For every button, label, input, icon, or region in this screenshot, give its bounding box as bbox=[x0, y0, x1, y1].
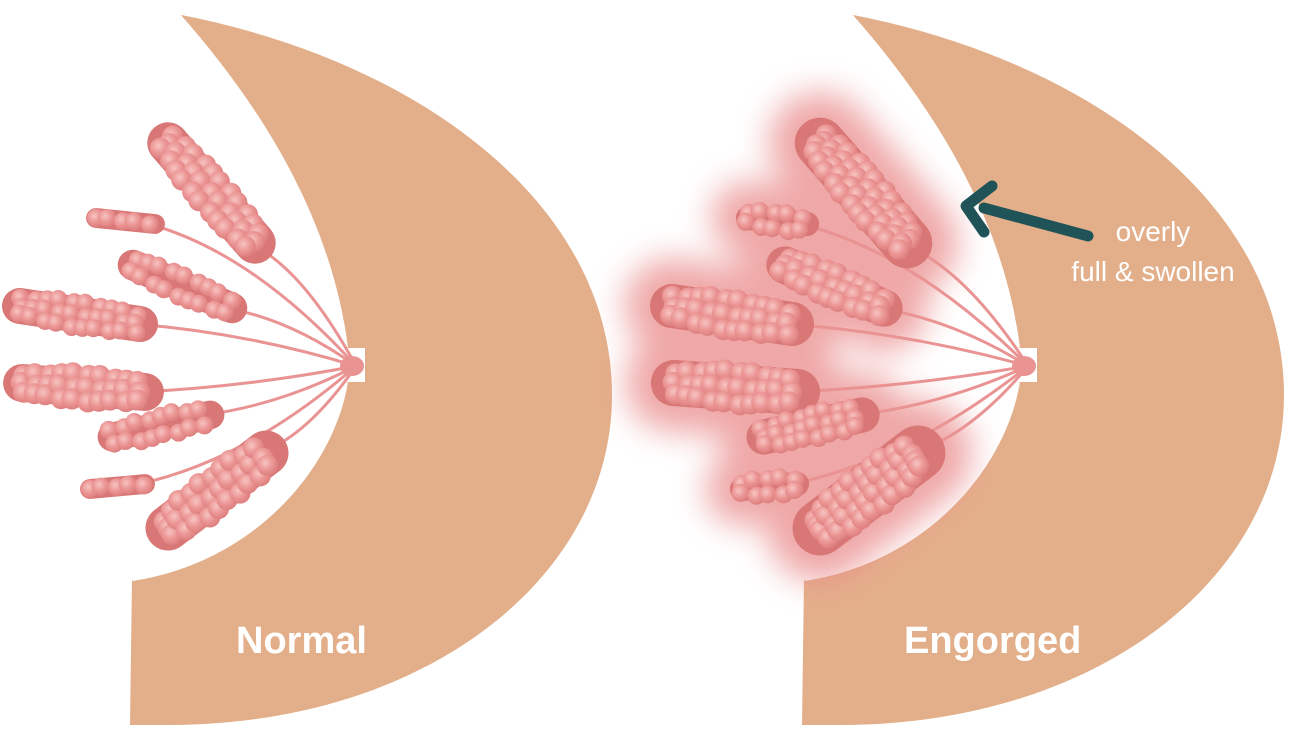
duct-2 bbox=[226, 308, 356, 366]
swelling-annotation: overly full & swollen bbox=[1042, 212, 1264, 292]
lobule-4 bbox=[11, 362, 151, 412]
breast-shape bbox=[130, 14, 612, 725]
normal-breast-panel bbox=[10, 14, 612, 725]
lobule-3 bbox=[10, 289, 147, 342]
lobule-0 bbox=[150, 126, 269, 258]
nipple bbox=[340, 356, 364, 376]
nipple bbox=[1012, 356, 1036, 376]
engorged-label: Engorged bbox=[904, 620, 1081, 663]
annotation-line-1: overly bbox=[1042, 212, 1264, 252]
lobule-6 bbox=[81, 476, 153, 498]
breast-shape bbox=[802, 14, 1284, 725]
normal-label: Normal bbox=[236, 620, 367, 663]
annotation-line-2: full & swollen bbox=[1042, 252, 1264, 292]
duct-4 bbox=[139, 366, 356, 392]
duct-5 bbox=[204, 366, 356, 415]
lobule-1 bbox=[87, 209, 159, 233]
engorged-breast-panel bbox=[660, 14, 1284, 725]
